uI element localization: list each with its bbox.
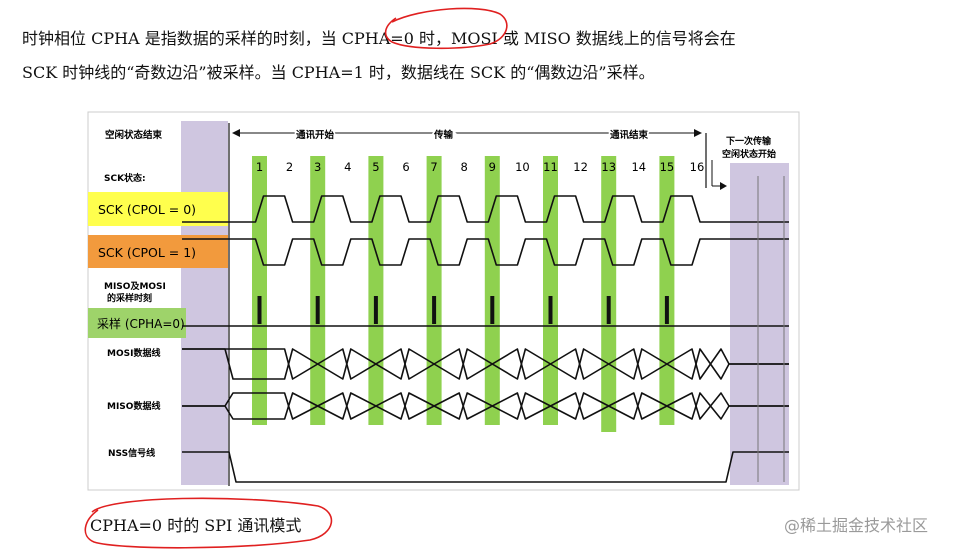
sample-band xyxy=(659,156,675,425)
description-paragraph: 时钟相位 CPHA 是指数据的采样的时刻，当 CPHA=0 时，MOSI 或 M… xyxy=(22,22,942,90)
sample-bands xyxy=(252,156,675,432)
clock-number: 3 xyxy=(314,160,321,174)
idle-region-left xyxy=(181,121,228,485)
cpol1-highlight xyxy=(88,235,228,268)
watermark: @稀土掘金技术社区 xyxy=(784,516,929,535)
comm-start-label-fg: 通讯开始 xyxy=(296,129,335,141)
sck-cpol1-wave xyxy=(182,238,789,266)
sample-band xyxy=(426,156,442,425)
next-idle-label-1: 下一次传输 xyxy=(726,135,772,147)
comm-start-label: 通讯开始 xyxy=(296,129,335,141)
sck-cpol0-label: SCK (CPOL = 0) xyxy=(98,202,196,217)
clock-number: 9 xyxy=(489,160,496,174)
sck-state-label: SCK状态: xyxy=(104,172,146,184)
idle-region-right xyxy=(730,163,789,485)
clock-number: 16 xyxy=(690,160,705,174)
cpol0-highlight xyxy=(88,192,228,226)
clock-number: 1 xyxy=(256,160,263,174)
comm-end-label: 通讯结束 xyxy=(610,129,649,141)
nss-label: NSS信号线 xyxy=(108,447,155,459)
sample-band xyxy=(601,156,617,432)
annotation-circle-caption xyxy=(84,497,333,549)
transfer-label-fg: 传输 xyxy=(433,129,454,141)
transfer-label: 传输 xyxy=(433,129,454,141)
next-arrow-head xyxy=(720,182,727,190)
sample-band xyxy=(310,156,326,425)
clock-number: 8 xyxy=(461,160,468,174)
sample-band xyxy=(543,156,558,425)
miso-label: MISO数据线 xyxy=(107,400,160,412)
comm-end-label-fg: 通讯结束 xyxy=(610,129,649,141)
miso-rail-b xyxy=(182,392,789,420)
sample-band xyxy=(484,156,500,425)
annotation-circle-cpha-text xyxy=(384,7,508,50)
cpha-highlight xyxy=(88,308,186,338)
cpha0-label: 采样 (CPHA=0) xyxy=(97,316,185,331)
clock-number: 2 xyxy=(286,160,293,174)
paragraph-line-2: SCK 时钟线的“奇数边沿”被采样。当 CPHA=1 时，数据线在 SCK 的“… xyxy=(22,63,655,82)
sck-cpol0-wave xyxy=(182,195,789,223)
clock-number: 10 xyxy=(515,160,530,174)
sample-time-label-1: MISO及MOSI xyxy=(104,281,166,292)
clock-number: 15 xyxy=(660,160,675,174)
clock-number: 13 xyxy=(601,160,616,174)
figure-caption: CPHA=0 时的 SPI 通讯模式 xyxy=(90,516,302,535)
idle-end-label: 空闲状态结束 xyxy=(105,129,163,141)
sample-band xyxy=(368,156,384,425)
clock-number: 4 xyxy=(344,160,351,174)
next-idle-label-2: 空闲状态开始 xyxy=(722,148,776,160)
clock-number: 7 xyxy=(430,160,437,174)
header-arrow-right-head xyxy=(694,129,702,137)
sample-band xyxy=(252,156,267,425)
clock-number: 12 xyxy=(573,160,588,174)
sample-time-label-2: 的采样时刻 xyxy=(107,292,152,304)
clock-number: 11 xyxy=(543,160,558,174)
clock-number: 6 xyxy=(402,160,409,174)
sck-cpol1-label: SCK (CPOL = 1) xyxy=(98,245,196,260)
mosi-label: MOSI数据线 xyxy=(107,347,160,359)
clock-number: 14 xyxy=(631,160,646,174)
nss-wave xyxy=(182,451,789,483)
clock-number: 5 xyxy=(372,160,379,174)
mosi-rail-b xyxy=(182,348,789,380)
paragraph-line-1: 时钟相位 CPHA 是指数据的采样的时刻，当 CPHA=0 时，MOSI 或 M… xyxy=(22,29,736,48)
header-arrow-left-head xyxy=(232,129,240,137)
waveforms xyxy=(182,176,789,483)
